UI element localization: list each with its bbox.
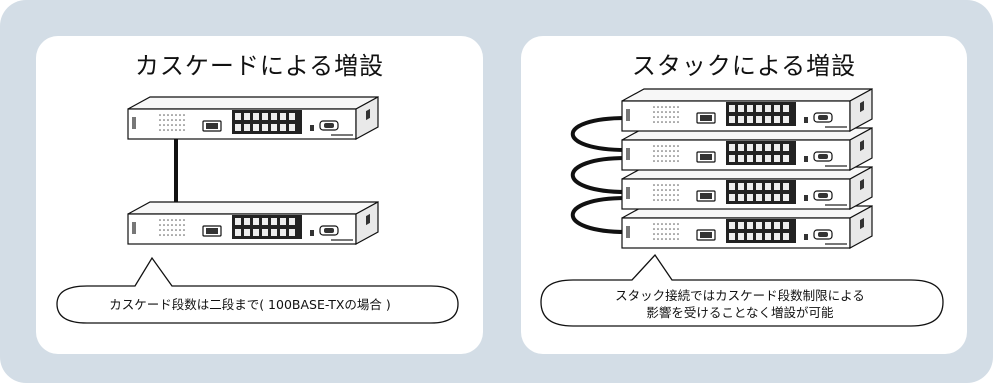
stack-title: スタックによる増設 (631, 52, 857, 80)
cascade-callout-text: カスケード段数は二段まで( 100BASE-TXの場合 ) (109, 297, 391, 312)
hub-lower (127, 201, 379, 245)
stack-cables (570, 116, 627, 234)
stack-callout-line-1: スタック接続ではカスケード段数制限による (615, 288, 865, 303)
hub-upper (127, 96, 379, 140)
stack-hub-2 (621, 127, 873, 171)
stack-hub-3 (621, 166, 873, 210)
stack-hub-4 (621, 205, 873, 249)
stack-callout-text: スタック接続ではカスケード段数制限による 影響を受けることなく増設が可能 (545, 287, 935, 321)
stack-hub-1 (621, 88, 873, 132)
stack-callout-bubble (540, 253, 944, 327)
stack-callout-line-2: 影響を受けることなく増設が可能 (646, 305, 834, 320)
cascade-title: カスケードによる増設 (134, 52, 385, 80)
cascade-callout-bubble (56, 256, 459, 324)
